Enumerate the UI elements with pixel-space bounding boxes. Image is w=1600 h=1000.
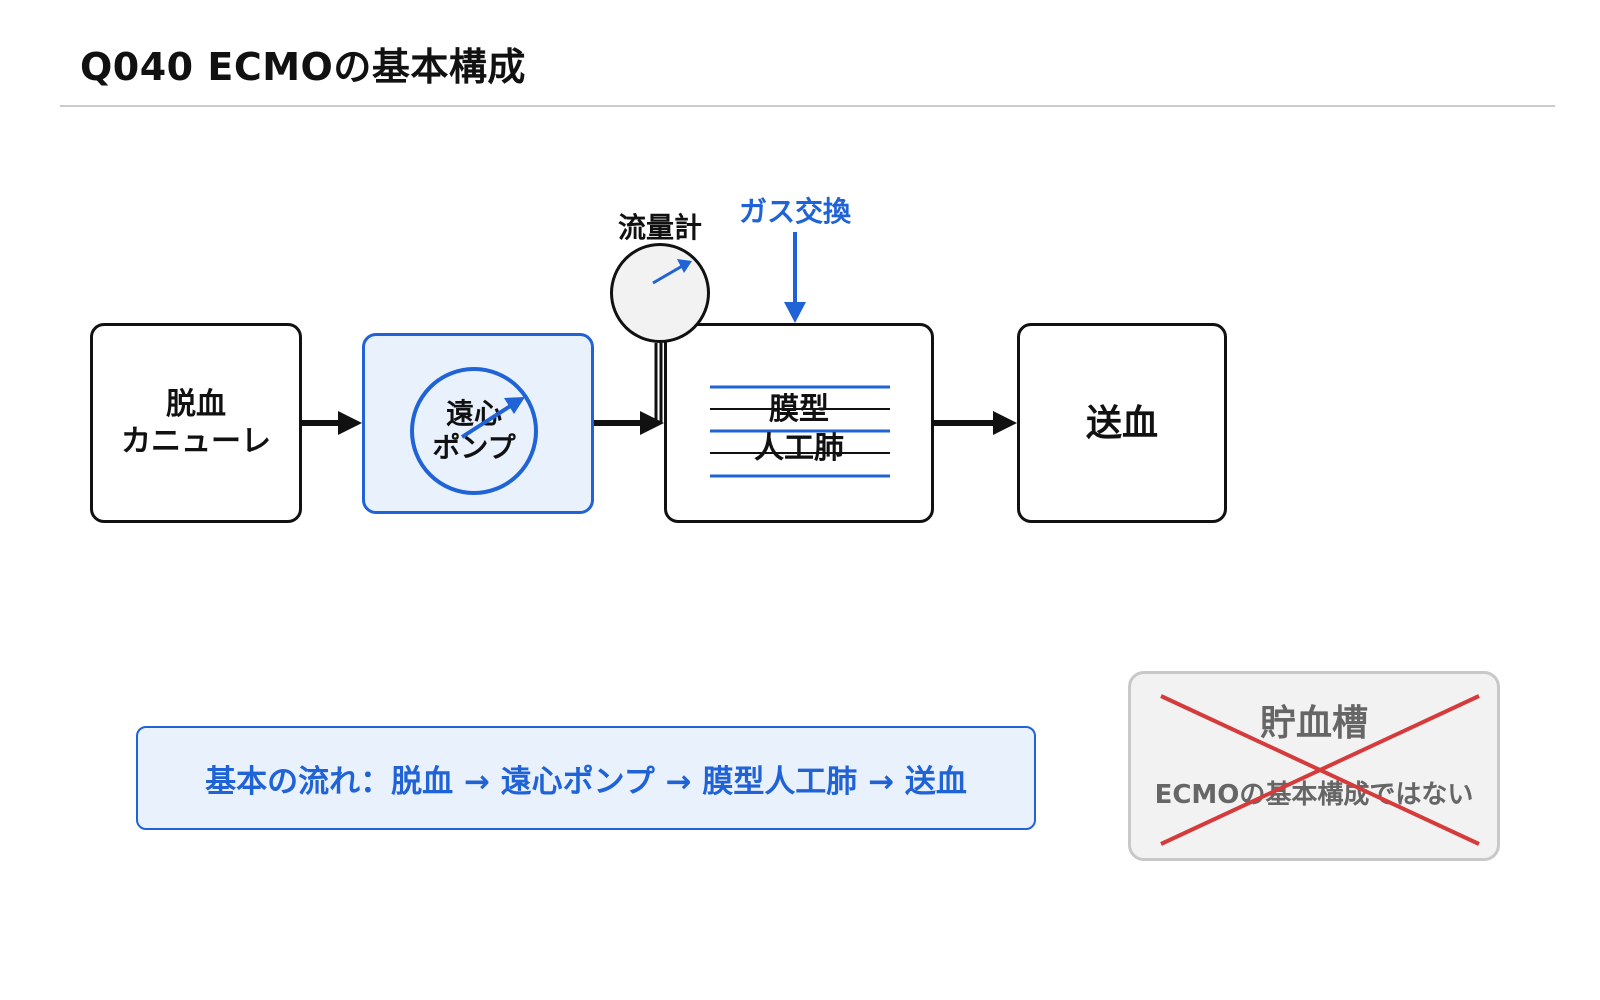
membrane-oxygenator-box <box>664 323 934 523</box>
arrow-oxygenator-to-return <box>934 411 1017 435</box>
flow-summary-box: 基本の流れ：脱血 → 遠心ポンプ → 膜型人工肺 → 送血 <box>136 726 1036 830</box>
flowmeter-needle-icon <box>652 259 692 285</box>
membrane-oxygenator-label: 膜型 人工肺 <box>754 392 844 466</box>
excluded-reservoir-box: 貯血槽 ECMOの基本構成ではない <box>1128 671 1500 861</box>
arrow-cannula-to-pump <box>302 411 362 435</box>
gas-exchange-arrow <box>784 232 806 323</box>
drainage-cannula-box: 脱血 カニューレ <box>90 323 302 523</box>
drainage-cannula-label: 脱血 カニューレ <box>121 386 271 460</box>
gas-exchange-label: ガス交換 <box>738 195 851 228</box>
return-label: 送血 <box>1085 402 1158 444</box>
centrifugal-pump-circle: 遠心 ポンプ <box>410 367 538 495</box>
arrow-pump-to-oxygenator <box>594 411 664 435</box>
return-box: 送血 <box>1017 323 1227 523</box>
oxygenator-membrane-lines <box>710 385 890 478</box>
reservoir-label: 貯血槽 <box>1259 703 1368 744</box>
flow-summary-text: 基本の流れ：脱血 → 遠心ポンプ → 膜型人工肺 → 送血 <box>205 763 967 800</box>
flowmeter-stem <box>654 343 663 423</box>
page-title: Q040 ECMOの基本構成 <box>80 45 526 89</box>
flowmeter-label: 流量計 <box>617 211 702 244</box>
cross-out-icon <box>1160 694 1480 846</box>
flowmeter-gauge <box>610 243 710 343</box>
centrifugal-pump-label: 遠心 ポンプ <box>432 397 516 464</box>
pump-rotation-arrow-icon <box>460 397 525 439</box>
title-divider <box>60 105 1555 107</box>
not-ecmo-component-note: ECMOの基本構成ではない <box>1154 780 1474 810</box>
